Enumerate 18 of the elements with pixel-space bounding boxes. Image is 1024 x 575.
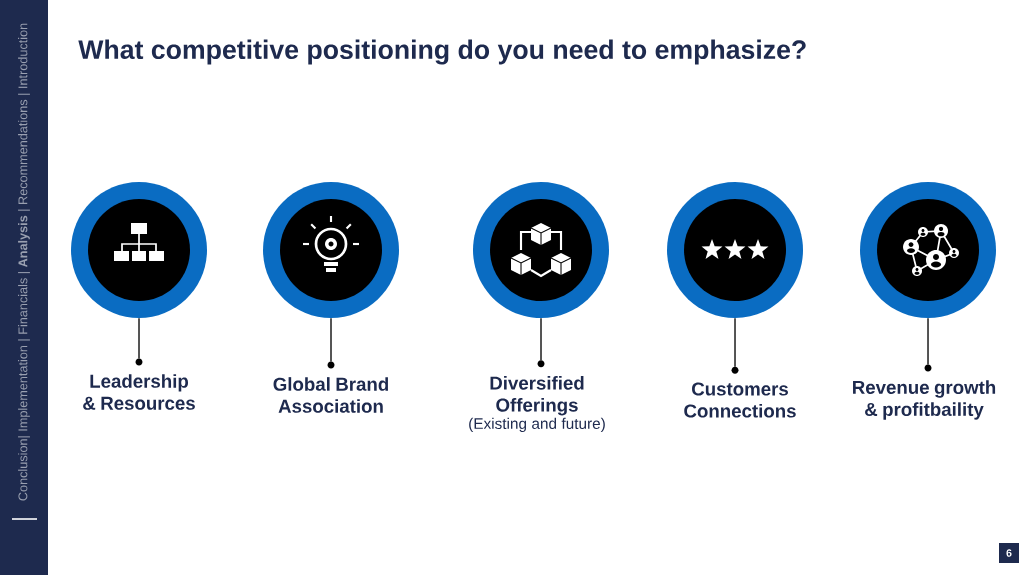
leader-line (927, 317, 929, 366)
leader-line (734, 317, 736, 368)
leader-line (330, 317, 332, 363)
title: What competitive positioning do you need to emphasize? (78, 39, 806, 65)
item-label: Diversified Offerings (Existing and future) (469, 376, 605, 432)
leader-line (540, 317, 542, 361)
icon-circle (473, 182, 609, 318)
icon-circle (71, 182, 207, 318)
item-label: Revenue growth & profitbaility (853, 380, 996, 420)
icon-circle (263, 182, 399, 318)
item-label: Customers Connections (684, 382, 796, 418)
item-label: Global Brand Association (273, 377, 388, 413)
icon-circle (860, 182, 996, 318)
page-number: 6 (999, 543, 1019, 563)
item-label: Leadership & Resources (83, 374, 195, 410)
icon-circle (667, 182, 803, 318)
leader-line (138, 317, 140, 360)
section-menu: Conclusion| Implementation | Financials | Analysis | Recommendations | Introduction (18, 23, 30, 501)
